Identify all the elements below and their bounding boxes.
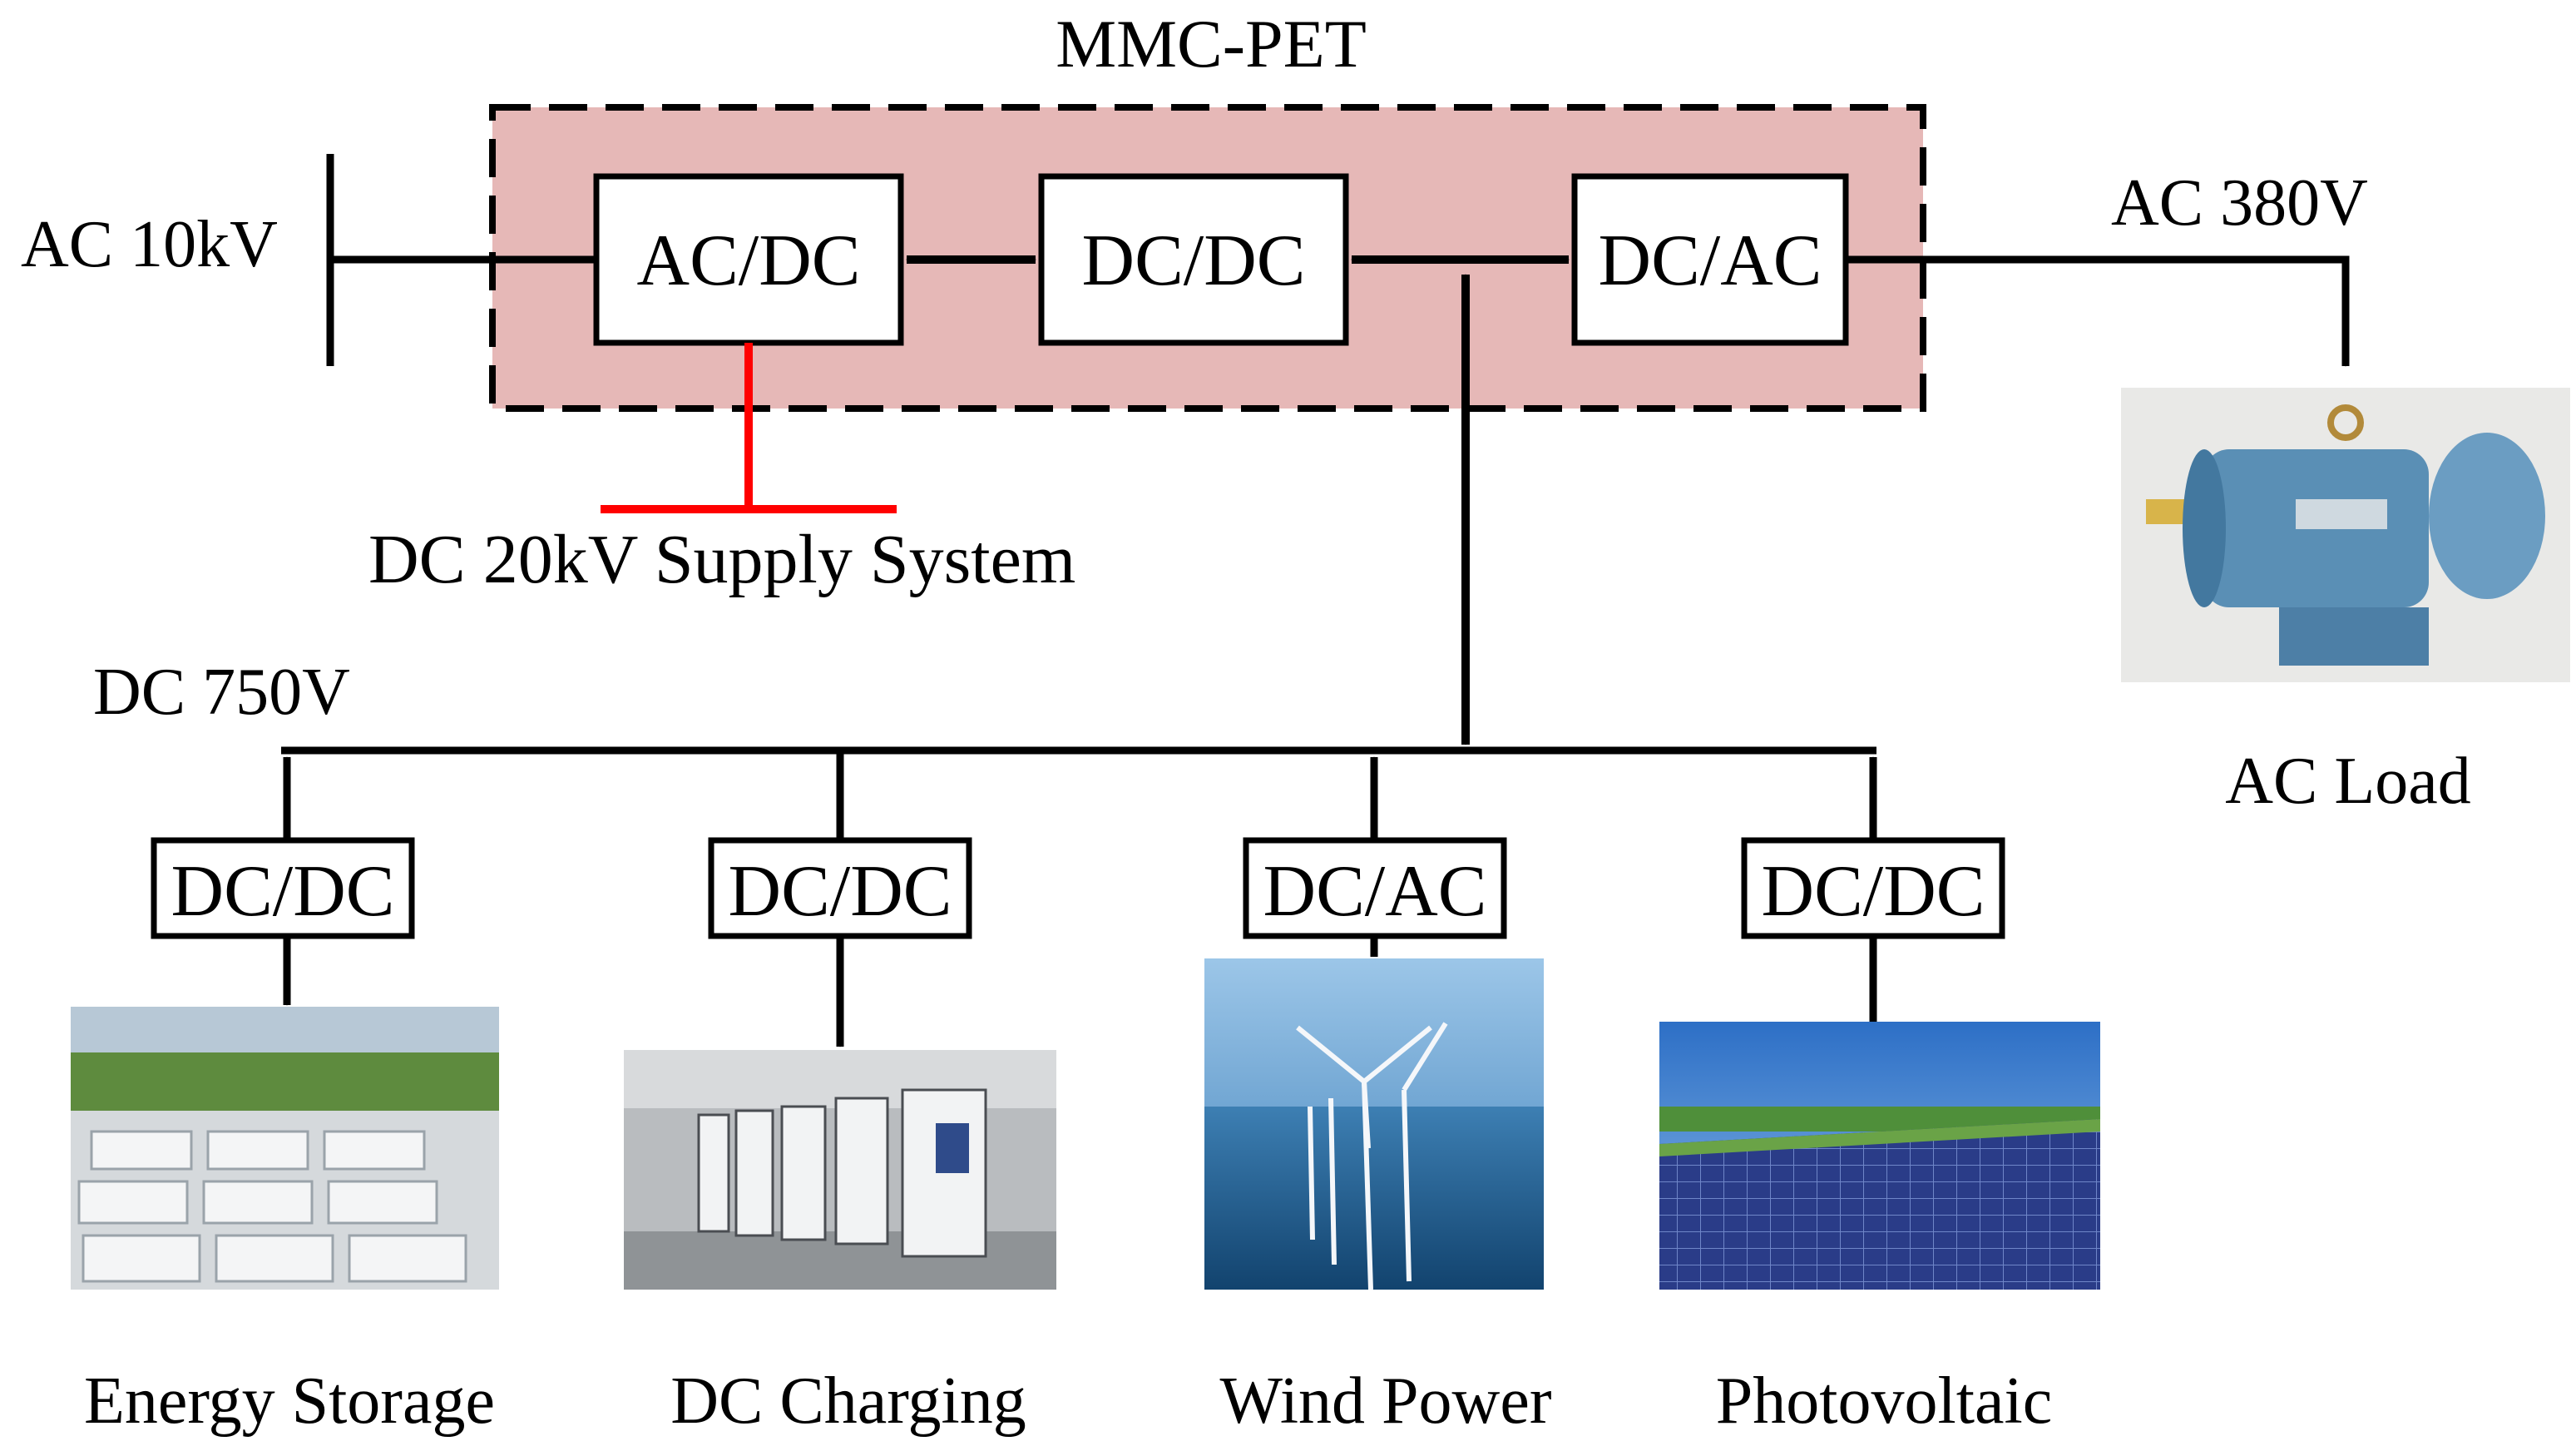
dc-20kv-label: DC 20kV Supply System <box>368 521 1075 598</box>
dc-charging-label: DC Charging <box>670 1364 1026 1438</box>
wind-power-label: Wind Power <box>1220 1364 1552 1438</box>
dc-ac-converter-label: DC/AC <box>1599 220 1822 301</box>
battery-storage-icon <box>71 1007 499 1290</box>
pv-dc-dc-box <box>1741 837 2005 939</box>
wind-turbine-icon <box>1204 958 1544 1290</box>
wind-dc-ac-box <box>1243 837 1507 939</box>
electric-motor-icon <box>2121 388 2570 682</box>
wind-dc-ac-label: DC/AC <box>1263 851 1487 932</box>
mmc-pet-title: MMC-PET <box>1056 6 1367 82</box>
ev-charger-icon <box>624 1050 1056 1290</box>
dc-dc-converter-box <box>1038 173 1349 346</box>
ac-10kv-label: AC 10kV <box>21 208 278 281</box>
charging-dc-dc-label: DC/DC <box>729 851 952 932</box>
dc-750v-label: DC 750V <box>93 656 350 729</box>
dc-dc-converter-label: DC/DC <box>1082 220 1306 301</box>
storage-dc-dc-box <box>151 837 415 939</box>
pv-dc-dc-label: DC/DC <box>1762 851 1985 932</box>
photovoltaic-label: Photovoltaic <box>1716 1364 2052 1438</box>
energy-storage-label: Energy Storage <box>84 1364 495 1438</box>
ac-load-label: AC Load <box>2225 745 2471 818</box>
ac-380v-output-arrow <box>1846 255 2350 367</box>
solar-panel-icon <box>1659 1022 2100 1290</box>
ac-dc-converter-label: AC/DC <box>637 220 861 301</box>
ac-380v-label: AC 380V <box>2111 166 2368 240</box>
storage-dc-dc-label: DC/DC <box>171 851 395 932</box>
